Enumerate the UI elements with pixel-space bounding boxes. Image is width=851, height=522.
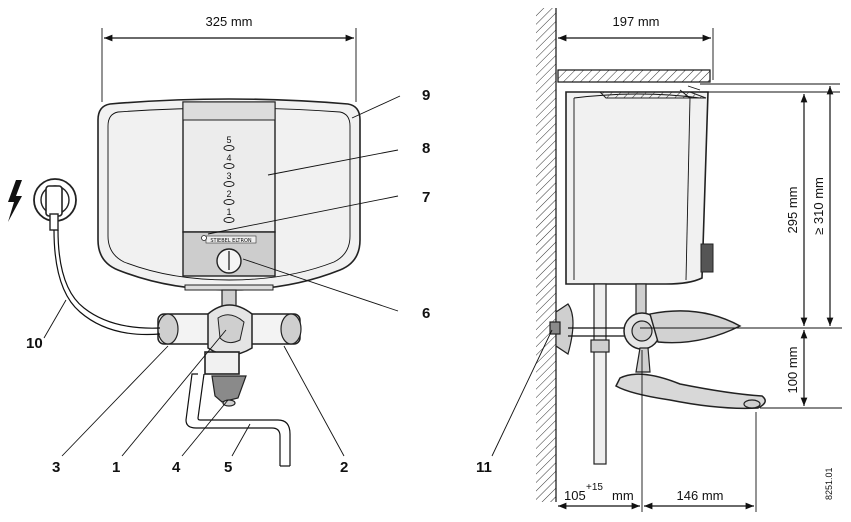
callout-8: 8	[422, 140, 430, 157]
callout-1: 1	[112, 459, 120, 476]
scale-mark-3: 3	[223, 171, 235, 187]
swivel-spout	[185, 373, 281, 466]
callout-11: 11	[476, 459, 492, 476]
heater-housing-side	[565, 91, 709, 285]
spout-side	[615, 373, 766, 410]
callout-5: 5	[224, 459, 232, 476]
scale-mark-4: 4	[223, 153, 235, 169]
scale-mark-1: 1	[223, 207, 235, 223]
figure-id: 8251.01	[824, 467, 834, 500]
tap-mixer	[157, 304, 302, 407]
callout-6: 6	[422, 305, 430, 322]
top-shelf	[557, 69, 711, 83]
svg-text:5: 5	[226, 135, 231, 145]
callout-10: 10	[26, 335, 43, 352]
dim-depth-side: 197 mm	[613, 14, 660, 29]
lightning-icon	[8, 180, 22, 222]
brand-label: STIEBEL ELTRON	[210, 238, 252, 244]
callout-4: 4	[172, 459, 181, 476]
wall-hatching	[536, 8, 556, 502]
scale-mark-5: 5	[223, 135, 235, 151]
svg-text:3: 3	[226, 171, 231, 181]
outlet-nozzle	[211, 375, 247, 403]
svg-text:105: 105	[564, 488, 586, 503]
temperature-scale: 5 4 3 2 1	[223, 135, 235, 223]
dim-min-clearance: ≥ 310 mm	[811, 177, 826, 235]
svg-text:2: 2	[226, 189, 231, 199]
callout-3: 3	[52, 459, 60, 476]
dim-width-front: 325 mm	[206, 14, 253, 29]
dim-spout-reach: 146 mm	[677, 488, 724, 503]
side-view: 197 mm	[536, 8, 842, 512]
dim-unit-height: 295 mm	[785, 187, 800, 234]
callout-9: 9	[422, 87, 430, 104]
indicator-panel	[182, 101, 276, 233]
callouts: 9 8 7 6 10 3 1 4 5 2 11	[26, 87, 553, 476]
callout-2: 2	[340, 459, 348, 476]
scale-mark-2: 2	[223, 189, 235, 205]
front-view: 325 mm 5 4 3 2 1	[8, 14, 361, 467]
dim-wall-offset: 105 +15 mm	[564, 482, 634, 503]
callout-7: 7	[422, 189, 430, 206]
dim-outlet-height: 100 mm	[785, 347, 800, 394]
tap-side	[623, 310, 742, 373]
power-cable	[53, 229, 161, 336]
power-socket-icon	[33, 178, 77, 231]
indicator-lamp	[201, 235, 207, 241]
svg-text:mm: mm	[612, 488, 634, 503]
svg-text:1: 1	[226, 207, 231, 217]
svg-text:4: 4	[226, 153, 231, 163]
svg-text:+15: +15	[586, 482, 603, 493]
